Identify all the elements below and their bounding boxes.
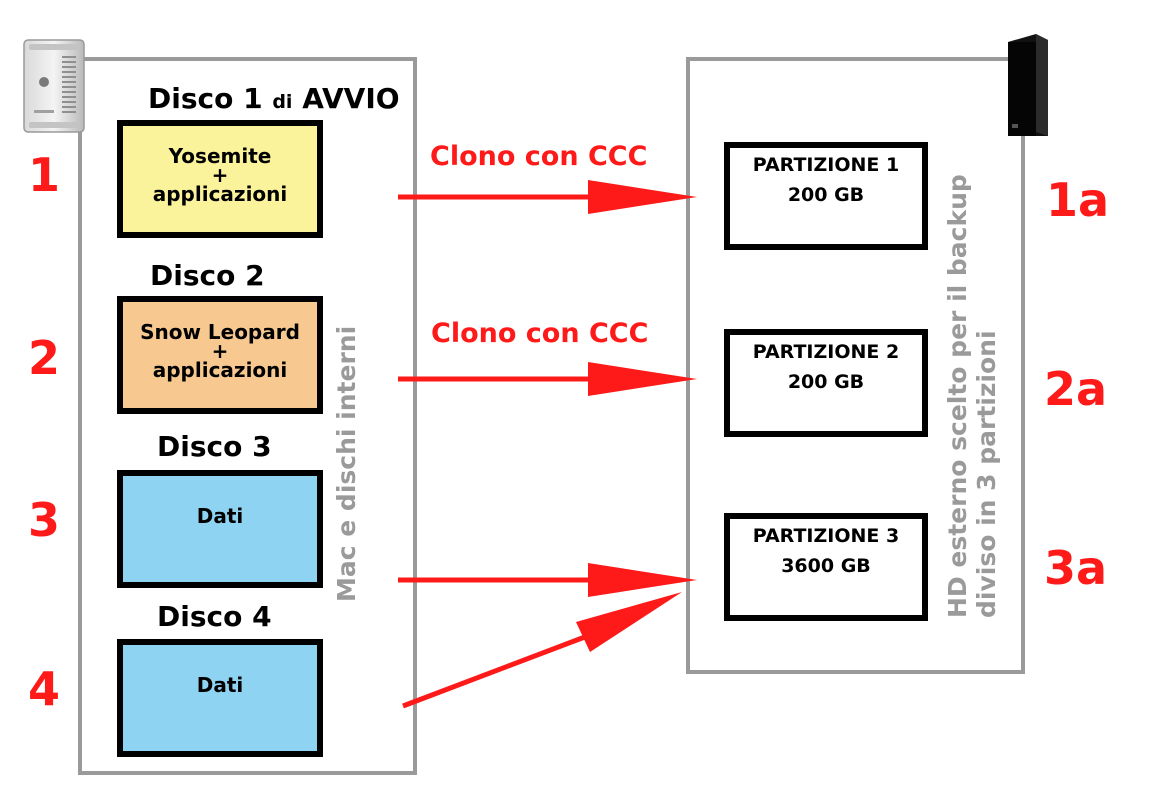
partition-3-number: 3a [1044,541,1108,595]
disk-2-box: Snow Leopard + applicazioni [117,296,323,414]
disk-2-os: Snow Leopard [140,320,300,344]
disk-1-title-suffix: AVVIO [302,82,400,115]
internal-disks-frame [78,57,417,775]
disk-2-title: Disco 2 [150,259,265,292]
arrow-1 [398,180,697,214]
disk-4-box: Dati [117,639,323,757]
arrow-3 [398,563,697,597]
disk-1-box: Yosemite + applicazioni [117,120,323,238]
partition-2-name: PARTIZIONE 2 [752,341,900,363]
partition-1-number: 1a [1046,173,1110,227]
arrow-label-2: Clono con CCC [431,318,649,349]
disk-1-title: Disco 1 di AVVIO [148,82,400,115]
partition-3-box: PARTIZIONE 3 3600 GB [724,513,928,621]
partition-3-name: PARTIZIONE 3 [752,525,900,547]
disk-4-number: 4 [28,662,61,716]
disk-3-content: Dati [196,504,244,528]
disk-1-plus: + [211,163,229,187]
disk-3-title: Disco 3 [157,430,272,463]
disk-2-plus: + [211,339,229,363]
partition-3-size: 3600 GB [781,555,871,577]
arrow-2 [398,362,697,396]
arrow-label-1: Clono con CCC [430,141,648,172]
partition-1-box: PARTIZIONE 1 200 GB [724,142,928,250]
external-drive-frame [686,57,1025,674]
partition-1-name: PARTIZIONE 1 [752,154,900,176]
partition-2-box: PARTIZIONE 2 200 GB [724,329,928,437]
disk-1-apps: applicazioni [152,182,288,206]
arrow-4 [402,592,682,709]
disk-3-box: Dati [117,470,323,588]
partition-2-number: 2a [1044,362,1108,416]
disk-1-os: Yosemite [168,144,272,168]
disk-2-number: 2 [28,331,61,385]
disk-3-number: 3 [28,493,61,547]
external-hard-drive-icon [1002,32,1050,140]
disk-1-title-small: di [272,91,293,113]
partition-2-size: 200 GB [787,371,865,393]
partition-1-size: 200 GB [787,184,865,206]
disk-4-title: Disco 4 [157,600,272,633]
disk-1-number: 1 [28,148,61,202]
mac-pro-tower-icon [20,38,88,134]
disk-2-apps: applicazioni [152,358,288,382]
disk-4-content: Dati [196,673,244,697]
